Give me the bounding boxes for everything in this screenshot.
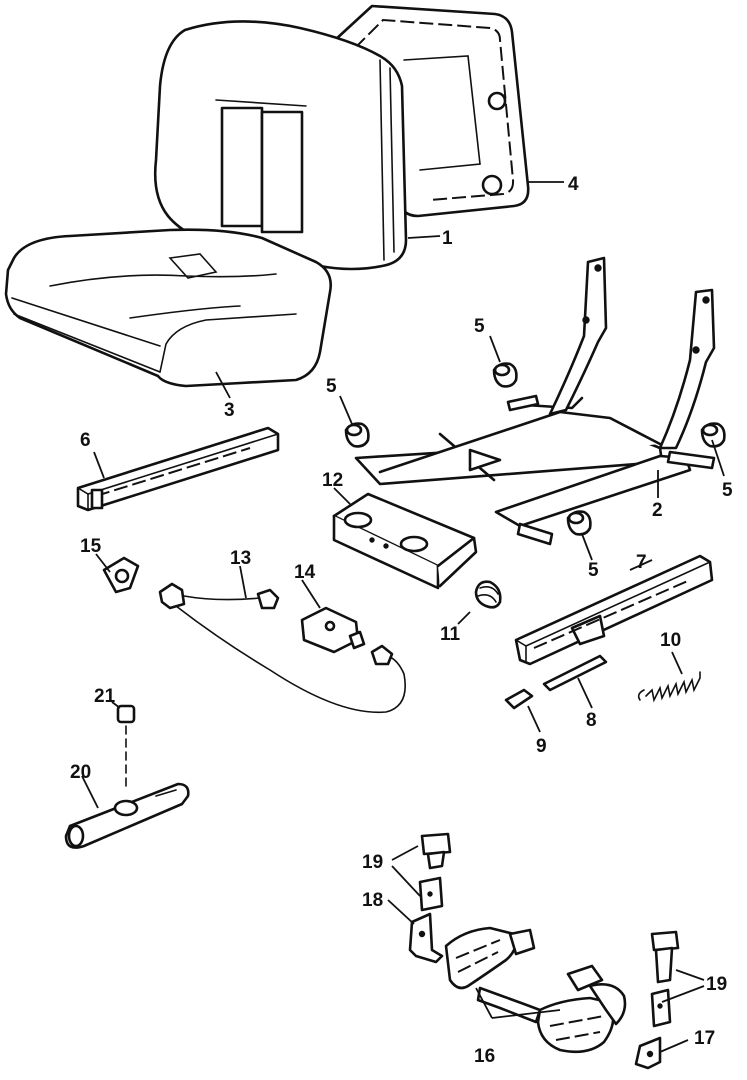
pin-part (504, 688, 534, 710)
callout-7: 7 (636, 552, 647, 573)
callout-20: 20 (70, 762, 91, 783)
bumper-d (566, 510, 592, 536)
leader-lines (81, 181, 725, 1053)
left-seat-rail (76, 426, 280, 512)
callout-9: 9 (536, 736, 547, 757)
seat-belt (444, 926, 627, 1054)
callout-5-left: 5 (326, 376, 337, 397)
callout-15: 15 (80, 536, 102, 557)
callout-2: 2 (652, 500, 663, 521)
callout-17: 17 (694, 1028, 715, 1049)
spring-bumper (474, 580, 502, 609)
callout-5-right: 5 (722, 480, 733, 501)
callout-21: 21 (94, 686, 116, 707)
right-seat-rail (514, 554, 714, 666)
cap-part (116, 704, 136, 791)
callout-4: 4 (568, 174, 579, 195)
anchor-lower (650, 930, 680, 1028)
wire-harness (158, 582, 406, 714)
seat-frame (354, 256, 716, 546)
bracket-right (634, 1036, 662, 1070)
callout-1: 1 (442, 228, 453, 249)
callout-6: 6 (80, 430, 91, 451)
callout-5-bottom: 5 (588, 560, 599, 581)
callout-12: 12 (322, 470, 343, 491)
mounting-plate (332, 492, 478, 590)
lever-part (64, 782, 190, 849)
bumper-parts (344, 362, 726, 536)
callout-19-upper: 19 (362, 852, 383, 873)
callout-14: 14 (294, 562, 316, 583)
bumper-a (492, 362, 518, 388)
clip-part (102, 556, 140, 594)
callout-labels: 1 2 3 4 5 5 5 5 6 7 8 9 10 11 12 13 14 1… (70, 174, 733, 1067)
anchor-upper (418, 832, 452, 912)
seat-bottom-cushion (4, 228, 332, 388)
callout-13: 13 (230, 548, 251, 569)
bumper-b (344, 422, 370, 448)
callout-18: 18 (362, 890, 383, 911)
bracket-left (408, 912, 444, 964)
spring-part (637, 671, 701, 703)
callout-11: 11 (440, 624, 461, 645)
callout-3: 3 (224, 400, 235, 421)
callout-8: 8 (586, 710, 597, 731)
switch-part (300, 606, 366, 654)
callout-19-lower: 19 (706, 974, 727, 995)
seat-back-cushion (153, 20, 408, 271)
bumper-c (700, 422, 726, 448)
shaft-part (542, 654, 608, 692)
callout-16: 16 (474, 1046, 495, 1067)
callout-10: 10 (660, 630, 681, 651)
callout-5-top: 5 (474, 316, 485, 337)
